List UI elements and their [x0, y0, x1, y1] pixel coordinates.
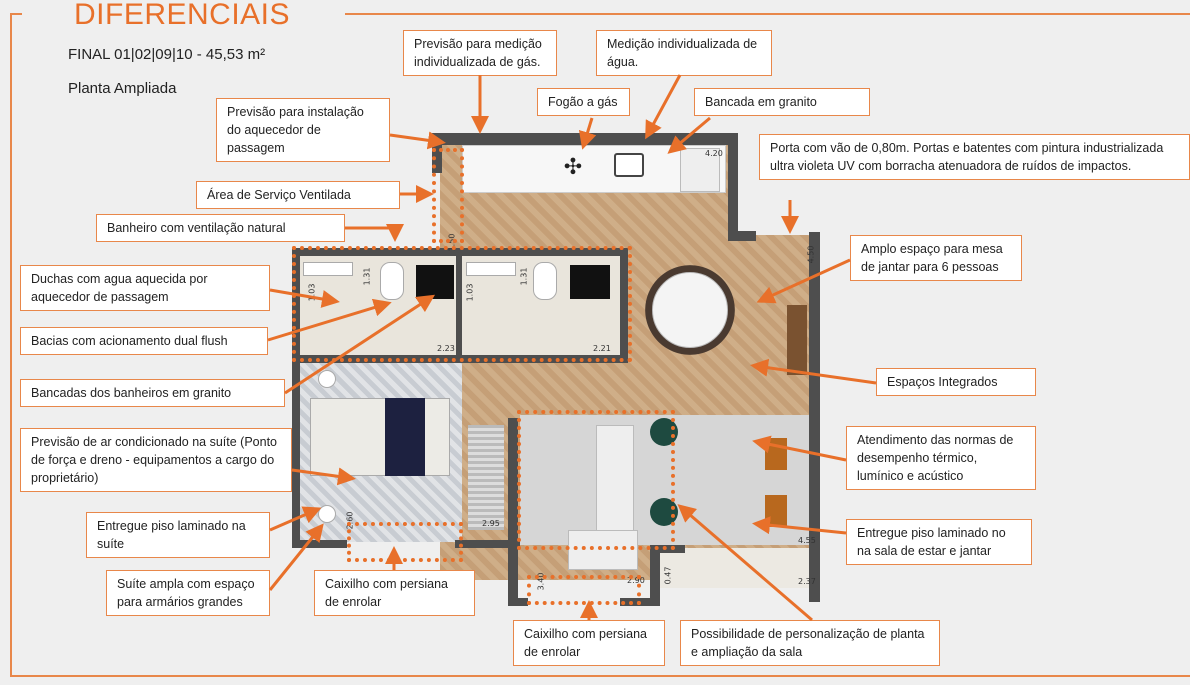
- dimension-label: 2.23: [437, 344, 455, 353]
- wall: [292, 540, 347, 548]
- sofa-icon: [596, 425, 634, 535]
- sofa-icon: [568, 530, 638, 570]
- wall: [728, 231, 756, 241]
- wall: [650, 545, 660, 605]
- wall: [728, 133, 738, 241]
- wall: [292, 248, 628, 256]
- callout-suite-floor: Entregue piso laminado na suíte: [86, 512, 270, 558]
- dimension-label: 4.50: [806, 245, 816, 264]
- callout-water-meter: Medição individualizada de água.: [596, 30, 772, 76]
- callout-customization: Possibilidade de personalização de plant…: [680, 620, 940, 666]
- lamp-icon: [318, 370, 336, 388]
- blanket: [385, 398, 425, 476]
- highlight-service-area: [432, 148, 464, 243]
- callout-gas-meter: Previsão para medição individualizada de…: [403, 30, 557, 76]
- callout-heater: Previsão para instalação do aquecedor de…: [216, 98, 390, 162]
- wall: [809, 232, 820, 602]
- highlight-customizable-area: [517, 410, 675, 550]
- arrow: [645, 74, 682, 140]
- wall: [508, 418, 518, 606]
- bath-counter-icon: [570, 265, 610, 299]
- highlight-suite-window: [347, 522, 463, 562]
- sink-icon: [614, 153, 644, 177]
- bed-icon: [310, 398, 450, 476]
- callout-bath-ventilation: Banheiro com ventilação natural: [96, 214, 345, 242]
- callout-service-area: Área de Serviço Ventilada: [196, 181, 400, 209]
- page-title: DIFERENCIAIS: [74, 0, 291, 31]
- dining-table-top: [652, 272, 728, 348]
- wall: [432, 133, 442, 173]
- shower-icon: [466, 262, 516, 276]
- wall: [456, 256, 462, 360]
- chair-icon: [765, 438, 787, 470]
- wall: [432, 133, 738, 145]
- dimension-label: 2.95: [482, 519, 500, 528]
- frame-line: [10, 14, 12, 676]
- dimension-label: 2.90: [627, 576, 645, 585]
- wall: [620, 248, 628, 360]
- lamp-icon: [318, 505, 336, 523]
- unit-label: FINAL 01|02|09|10 - 45,53 m²: [68, 46, 266, 63]
- sideboard-icon: [787, 305, 807, 375]
- callout-suite-wardrobe: Suíte ampla com espaço para armários gra…: [106, 570, 270, 616]
- wall: [455, 540, 520, 548]
- wall: [292, 248, 300, 548]
- callout-granite-counter: Bancada em granito: [694, 88, 870, 116]
- highlight-bathrooms: [292, 246, 632, 362]
- arrow: [345, 224, 404, 242]
- callout-integrated: Espaços Integrados: [876, 368, 1036, 396]
- dimension-label: 4.55: [798, 536, 816, 545]
- frame-line: [345, 13, 1190, 15]
- fridge-icon: [680, 148, 720, 192]
- callout-window-suite: Caixilho com persiana de enrolar: [314, 570, 475, 616]
- callout-bath-counters: Bancadas dos banheiros em granito: [20, 379, 285, 407]
- callout-door: Porta com vão de 0,80m. Portas e batente…: [759, 134, 1190, 180]
- wardrobe-icon: [468, 425, 504, 530]
- callout-window-living: Caixilho com persiana de enrolar: [513, 620, 665, 666]
- toilet-icon: [533, 262, 557, 300]
- dimension-label: 4.20: [705, 149, 723, 158]
- callout-dining: Amplo espaço para mesa de jantar para 6 …: [850, 235, 1022, 281]
- stove-icon: ✣: [563, 155, 583, 180]
- dimension-label: 2.37: [798, 577, 816, 586]
- dimension-label: 2.21: [593, 344, 611, 353]
- highlight-living-window: [527, 575, 641, 605]
- chair-icon: [765, 495, 787, 527]
- callout-showers: Duchas com agua aquecida por aquecedor d…: [20, 265, 270, 311]
- callout-living-floor: Entregue piso laminado no na sala de est…: [846, 519, 1032, 565]
- shower-icon: [303, 262, 353, 276]
- dimension-label: 0.47: [663, 566, 673, 585]
- callout-air-conditioning: Previsão de ar condicionado na suíte (Po…: [20, 428, 292, 492]
- balcony-floor: [660, 548, 815, 588]
- plan-label: Planta Ampliada: [68, 80, 177, 97]
- callout-standards: Atendimento das normas de desempenho tér…: [846, 426, 1036, 490]
- wall: [508, 598, 528, 606]
- callout-dual-flush: Bacias com acionamento dual flush: [20, 327, 268, 355]
- callout-stove: Fogão a gás: [537, 88, 630, 116]
- frame-line: [10, 13, 22, 15]
- frame-line: [10, 675, 1190, 677]
- bath-counter-icon: [416, 265, 454, 299]
